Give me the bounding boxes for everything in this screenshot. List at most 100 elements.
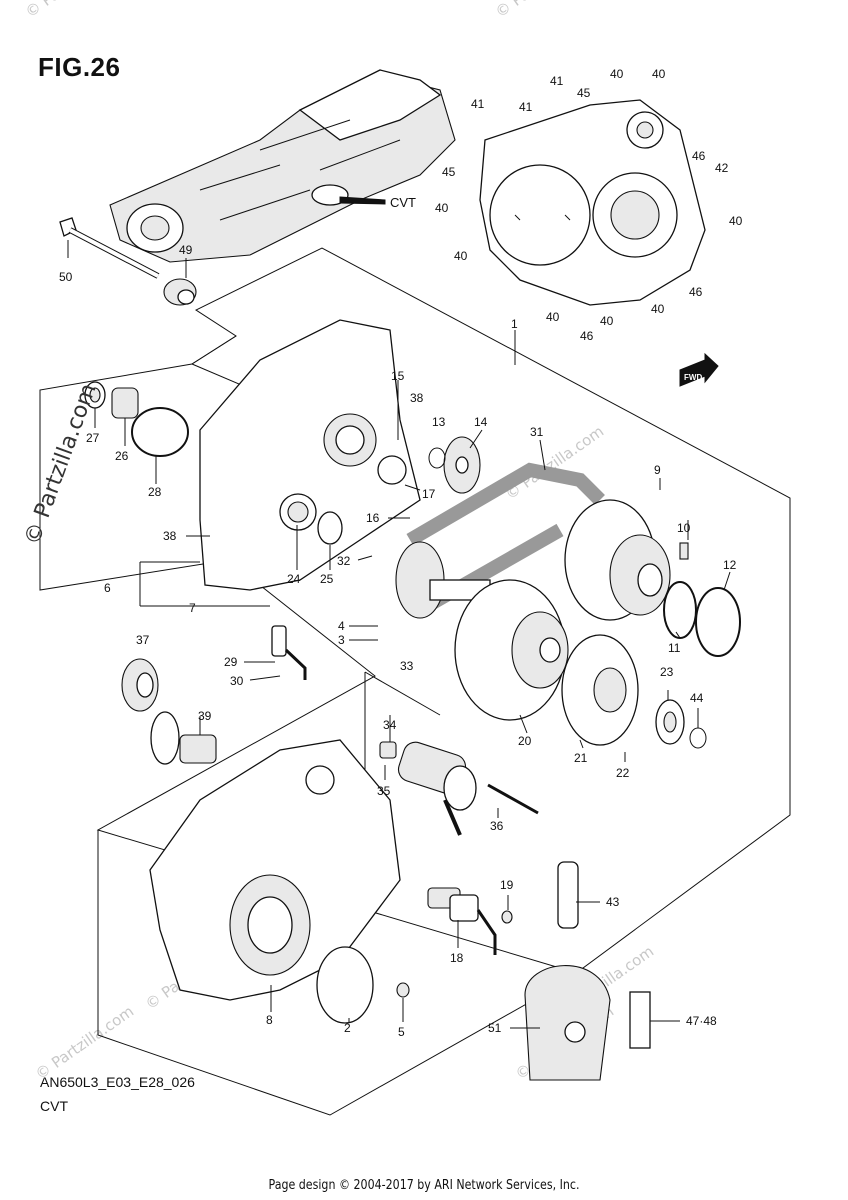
callout-label: 42	[715, 161, 729, 175]
callout-label: 36	[490, 819, 504, 833]
engine-sketch	[109, 69, 456, 263]
movable-drive-face	[454, 579, 569, 721]
drive-clutch	[395, 541, 491, 619]
callout-label: 44	[690, 691, 704, 705]
bolt-10	[679, 542, 689, 560]
callout-label: 7	[189, 601, 196, 615]
callout-label: 29	[224, 655, 238, 669]
callout-label: 49	[179, 243, 193, 257]
lower-frame	[97, 830, 561, 1116]
bolt-19	[501, 910, 513, 924]
bearing-23	[655, 699, 685, 745]
o-ring-11	[663, 581, 697, 639]
callout-label: 31	[530, 425, 544, 439]
callout-label: 30	[230, 674, 244, 688]
driven-pulley	[564, 499, 671, 621]
callout-label: 41	[519, 100, 533, 114]
callout-label: 15	[391, 369, 405, 383]
callout-label: 50	[59, 270, 73, 284]
callout-label: 41	[550, 74, 564, 88]
callout-label: 40	[651, 302, 665, 316]
callout-label: 43	[606, 895, 620, 909]
leader-lines	[67, 240, 731, 1029]
callout-label: 40	[435, 201, 449, 215]
callout-labels: 50 49 1 41 41 45 40 40 41 45 40 46 42 40…	[59, 67, 743, 1039]
callout-label: 17	[422, 487, 436, 501]
callout-label: 19	[500, 878, 514, 892]
callout-label: 28	[148, 485, 162, 499]
section-name: CVT	[40, 1098, 68, 1114]
callout-label: 18	[450, 951, 464, 965]
cap-2	[316, 946, 374, 1024]
callout-label: 41	[471, 97, 485, 111]
bracket-47-48	[629, 991, 651, 1049]
callout-label: 37	[136, 633, 150, 647]
callout-label: 40	[546, 310, 560, 324]
callout-label: 4	[338, 619, 345, 633]
callout-label: 10	[677, 521, 691, 535]
callout-label: 46	[692, 149, 706, 163]
callout-label: 40	[454, 249, 468, 263]
speed-sensor-29	[271, 625, 307, 680]
bearing-26	[111, 387, 139, 419]
gear-39	[150, 711, 217, 765]
callout-label: 26	[115, 449, 129, 463]
o-ring-12	[695, 587, 741, 657]
callout-label: 46	[689, 285, 703, 299]
callout-label: 16	[366, 511, 380, 525]
cvt-callout: CVT	[390, 195, 416, 210]
callout-label: 3	[338, 633, 345, 647]
callout-label: 35	[377, 784, 391, 798]
callout-label: 1	[511, 317, 518, 331]
callout-label: 38	[410, 391, 424, 405]
callout-label: 40	[652, 67, 666, 81]
nut-49	[163, 278, 197, 306]
callout-label: 20	[518, 734, 532, 748]
callout-label: 45	[577, 86, 591, 100]
callout-label: 13	[432, 415, 446, 429]
o-ring-13	[428, 447, 446, 469]
callout-label: 11	[668, 641, 681, 655]
bracket-43	[557, 861, 579, 929]
figure-title: FIG.26	[38, 52, 121, 82]
callout-label: 22	[616, 766, 630, 780]
seal-14	[443, 436, 481, 494]
forward-arrow: FWD	[679, 352, 719, 387]
screw-5	[396, 982, 410, 998]
callout-label: 9	[654, 463, 661, 477]
cvt-inner-case	[199, 319, 421, 591]
callout-label: 39	[198, 709, 212, 723]
diagram-code: AN650L3_E03_E28_026	[40, 1074, 195, 1090]
starter-motor-33	[397, 741, 477, 836]
crankcase-cover-8	[149, 739, 401, 1001]
callout-label: 38	[163, 529, 177, 543]
callout-label: 51	[488, 1021, 502, 1035]
callout-label: 2	[344, 1021, 351, 1035]
guide-51	[524, 965, 611, 1081]
gear-37	[121, 658, 159, 712]
callout-label: 6	[104, 581, 111, 595]
callout-label: 5	[398, 1025, 405, 1039]
callout-label: 23	[660, 665, 674, 679]
callout-label: 24	[287, 572, 301, 586]
callout-label: 34	[383, 718, 397, 732]
callout-label: 27	[86, 431, 100, 445]
callout-label: 32	[337, 554, 351, 568]
fixed-drive-face	[561, 634, 639, 746]
callout-label: 40	[610, 67, 624, 81]
callout-label: 14	[474, 415, 488, 429]
watermark: © Partzilla.com	[22, 0, 127, 21]
pinion-34	[379, 741, 397, 759]
callout-label: 21	[574, 751, 588, 765]
o-ring-28	[131, 407, 189, 457]
switch-18	[427, 887, 497, 955]
callout-label: 46	[580, 329, 594, 343]
callout-label: 12	[723, 558, 737, 572]
bolt-36	[487, 783, 539, 815]
fwd-badge: FWD	[684, 373, 702, 382]
footer-copyright: Page design © 2004-2017 by ARI Network S…	[268, 1178, 580, 1193]
cvt-outer-cover	[479, 99, 706, 306]
callout-label: 45	[442, 165, 456, 179]
